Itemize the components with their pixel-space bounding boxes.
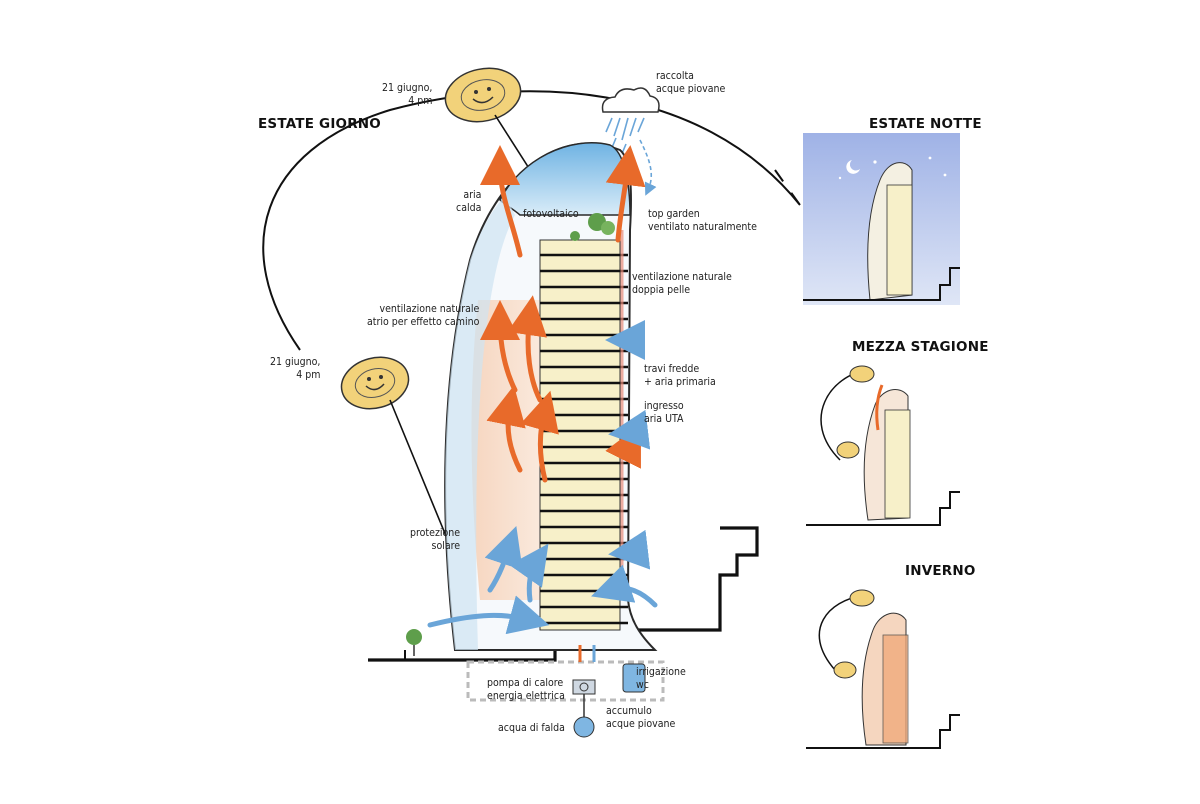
label-atrium: ventilazione naturale atrio per effetto … <box>367 303 480 328</box>
moon-icon <box>846 160 860 174</box>
label-sun-high: 21 giugno, 4 pm <box>382 82 433 107</box>
label-sun-low: 21 giugno, 4 pm <box>270 356 321 381</box>
label-storage: accumulo acque piovane <box>606 705 676 730</box>
label-groundwater: acqua di falda <box>498 722 565 734</box>
title-summer-night: ESTATE NOTTE <box>869 116 982 132</box>
panel-summer-night <box>803 133 960 305</box>
title-mid-season: MEZZA STAGIONE <box>852 339 989 355</box>
label-irrigation: irrigazione wc <box>636 666 686 691</box>
water-tank-icon <box>622 663 646 693</box>
sun-path-arc <box>262 90 801 351</box>
label-solar-protection: protezione solare <box>410 527 461 552</box>
sun-face-icon <box>444 67 522 123</box>
title-summer-day: ESTATE GIORNO <box>258 116 381 132</box>
tree-icon <box>570 213 615 241</box>
heat-pump-icon <box>572 679 596 695</box>
label-heat-pump: pompa di calore energia elettrica <box>487 677 565 702</box>
basement-plant-box <box>466 660 665 702</box>
label-pv: fotovoltaico <box>523 208 579 220</box>
well-icon <box>573 716 595 738</box>
label-double-skin: ventilazione naturale doppia pelle <box>632 271 732 296</box>
label-chilled-beams: travi fredde + aria primaria <box>644 363 716 388</box>
label-ahu-intake: ingresso aria UTA <box>644 400 684 425</box>
panel-mid-season <box>806 365 960 526</box>
label-rain: raccolta acque piovane <box>656 70 726 95</box>
panel-winter <box>806 589 960 749</box>
label-top-garden: top garden ventilato naturalmente <box>648 208 757 233</box>
tree-icon <box>406 629 422 656</box>
title-winter: INVERNO <box>905 563 976 579</box>
label-hot-air: aria calda <box>456 189 482 214</box>
sun-face-icon <box>340 356 410 410</box>
